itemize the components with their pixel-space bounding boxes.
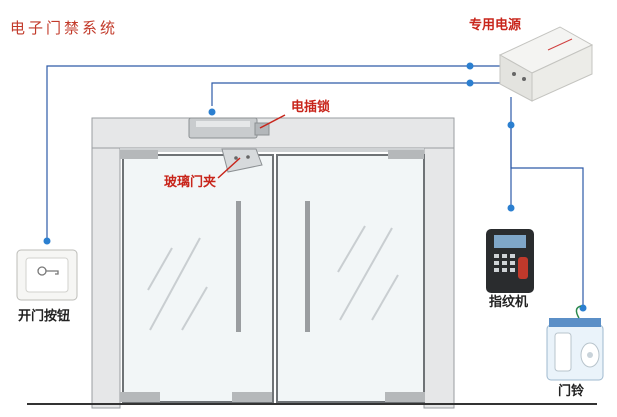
door-button-icon <box>16 249 78 301</box>
floor-line <box>27 392 597 405</box>
fingerprint-label: 指纹机 <box>489 295 529 310</box>
doorbell-icon <box>546 305 604 381</box>
wire-nodes <box>43 62 587 312</box>
glass-clamp-icon <box>217 148 263 179</box>
diagram-title: 电子门禁系统 <box>10 19 119 37</box>
power-supply-icon <box>498 26 594 102</box>
glass-door-left <box>120 150 274 403</box>
electric-lock-icon <box>188 114 286 139</box>
glass-clamp-label: 玻璃门夹 <box>164 175 217 190</box>
power-supply-label: 专用电源 <box>469 18 522 33</box>
fingerprint-reader-icon <box>486 229 534 293</box>
wiring <box>46 65 584 308</box>
door-button-label: 开门按钮 <box>18 309 71 324</box>
door-frame <box>91 117 455 409</box>
electric-lock-label: 电插锁 <box>291 100 331 115</box>
glass-door-right <box>276 150 425 403</box>
doorbell-label: 门铃 <box>558 384 585 399</box>
